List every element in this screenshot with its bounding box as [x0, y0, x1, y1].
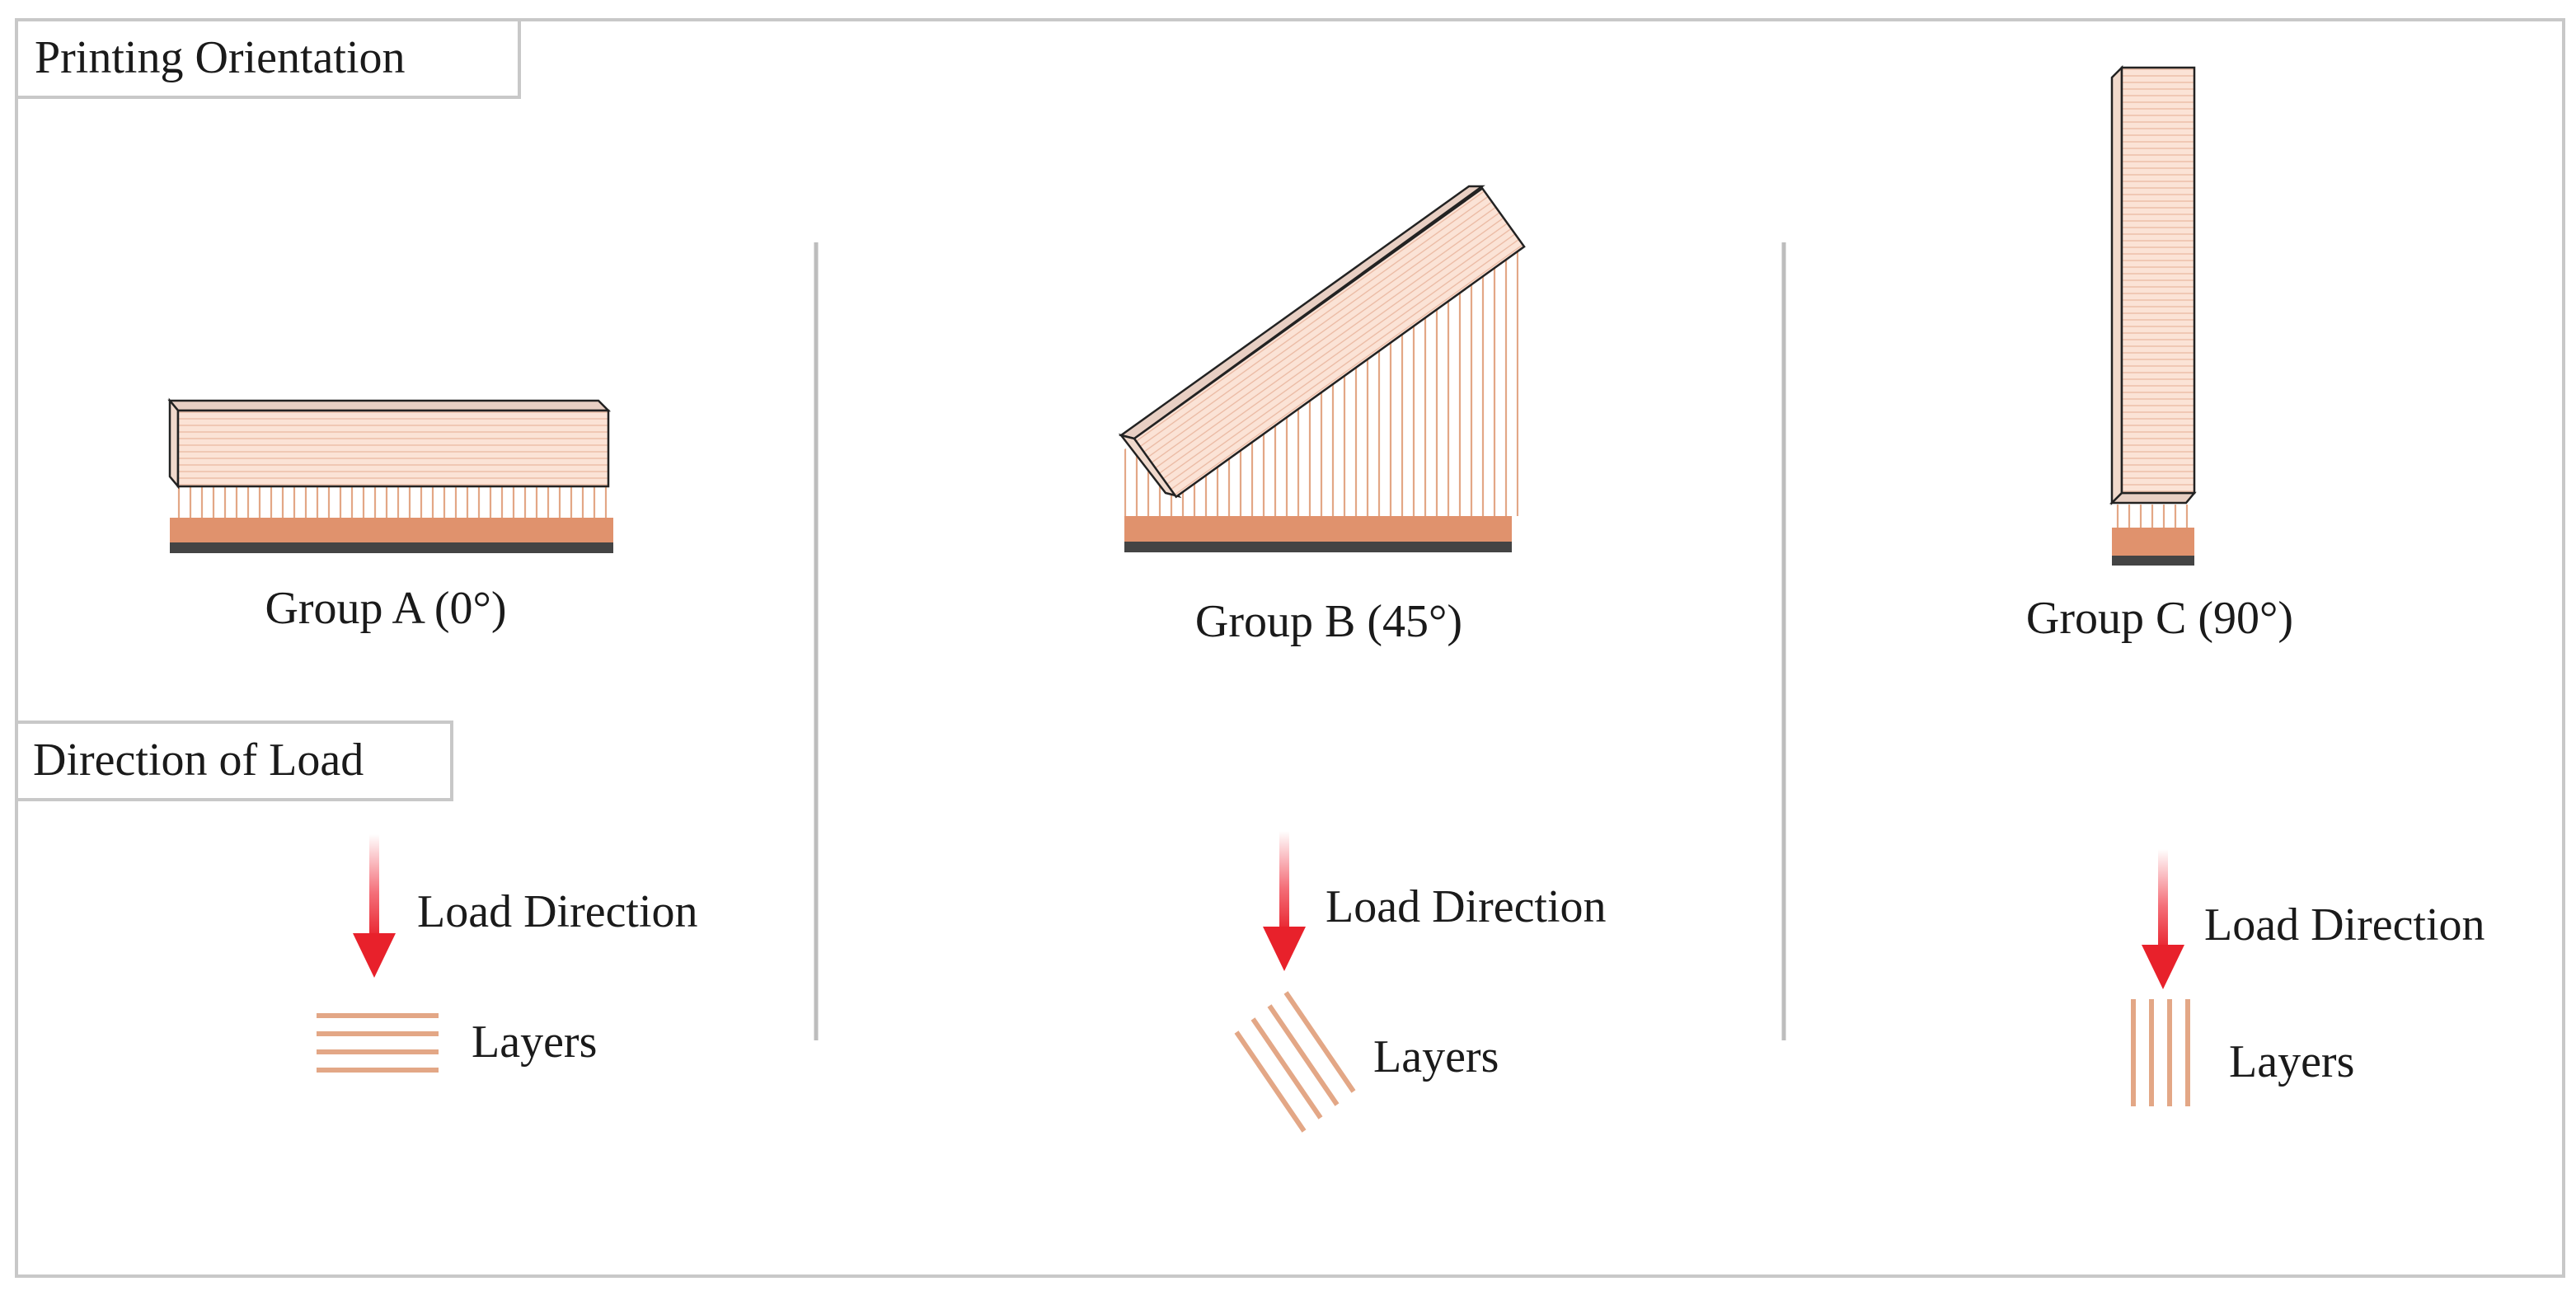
outer-frame	[15, 18, 2565, 1278]
printing-orientation-title: Printing Orientation	[35, 32, 406, 83]
group-c-load-arrow	[2142, 849, 2184, 989]
group-a-block-top	[167, 399, 612, 412]
group-a-label: Group A (0°)	[265, 583, 506, 634]
group-b-bed	[1124, 542, 1512, 552]
group-b-block-face	[1133, 186, 1526, 499]
group-a-layers-label: Layers	[472, 1016, 597, 1068]
group-c-specimen	[2109, 64, 2197, 566]
group-a-load-label: Load Direction	[417, 886, 698, 937]
group-b-layers-icon	[1234, 991, 1356, 1133]
group-a-supports	[170, 486, 608, 518]
group-a-block-side	[168, 397, 180, 490]
group-a-load-arrow	[353, 834, 396, 978]
direction-of-load-box: Direction of Load	[15, 721, 453, 801]
group-c-label: Group C (90°)	[2026, 593, 2293, 644]
group-c-load-label: Load Direction	[2204, 899, 2485, 951]
group-b-layers-label: Layers	[1373, 1031, 1499, 1082]
group-c-layers-icon	[2131, 999, 2190, 1106]
group-b-raft	[1124, 516, 1512, 542]
group-b-load-arrow	[1263, 831, 1306, 971]
group-b-specimen	[1118, 185, 1526, 552]
group-a-layers-icon	[317, 1013, 439, 1073]
direction-of-load-title: Direction of Load	[33, 735, 364, 786]
group-b-load-label: Load Direction	[1326, 881, 1607, 932]
group-c-block-bottom	[2109, 491, 2197, 505]
group-b-label: Group B (45°)	[1195, 596, 1462, 647]
group-a-specimen	[167, 397, 613, 553]
group-c-supports	[2112, 505, 2194, 528]
group-c-raft	[2112, 528, 2194, 556]
group-c-block-face	[2120, 66, 2196, 495]
group-a-raft	[170, 518, 613, 542]
group-c-layers-label: Layers	[2229, 1036, 2354, 1087]
group-c-bed	[2112, 556, 2194, 566]
group-a-bed	[170, 542, 613, 553]
group-a-block-face	[176, 409, 610, 488]
group-c-block-side	[2110, 64, 2123, 506]
printing-orientation-box: Printing Orientation	[15, 18, 521, 99]
